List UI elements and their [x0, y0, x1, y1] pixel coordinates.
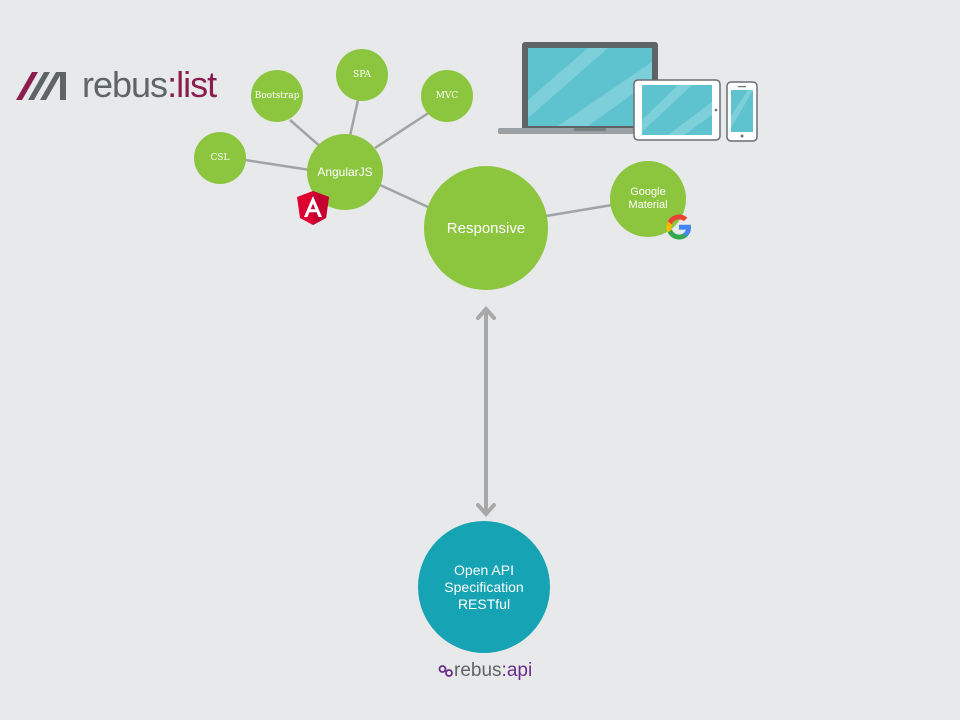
- node-csl: CSL: [194, 132, 246, 184]
- node-responsive: Responsive: [424, 166, 548, 290]
- node-bootstrap-label: Bootstrap: [254, 91, 300, 101]
- logo-brand: rebus: [82, 64, 168, 105]
- node-angularjs-label: AngularJS: [317, 165, 373, 179]
- connector-mvc-angular: [374, 110, 431, 150]
- node-open-api-line2: Specification: [444, 578, 524, 595]
- node-open-api: Open API Specification RESTful: [418, 521, 550, 653]
- bidirectional-arrow: [476, 305, 496, 518]
- rebus-api-logo: rebus:api: [454, 660, 532, 682]
- google-icon: [666, 214, 691, 240]
- connector-csl-angular: [244, 158, 311, 172]
- node-csl-label: CSL: [210, 153, 230, 163]
- connector-bootstrap-angular: [289, 119, 323, 149]
- logo-product: list: [176, 64, 217, 105]
- node-mvc-label: MVC: [435, 91, 459, 101]
- rebus-list-logo: rebus:list: [82, 64, 217, 106]
- connector-responsive-google: [545, 203, 613, 218]
- node-google-material-line1: Google: [630, 186, 666, 198]
- rebus-list-logo-icon: [16, 72, 66, 100]
- connector-spa-angular: [348, 99, 360, 137]
- rebus-api-logo-icon: [438, 665, 453, 677]
- api-logo-brand: rebus: [454, 660, 502, 681]
- logo-separator: :: [167, 64, 177, 105]
- node-spa-label: SPA: [353, 70, 371, 80]
- api-logo-product: api: [506, 660, 533, 681]
- devices-icon: [498, 42, 758, 142]
- node-google-material: Google Material: [610, 161, 686, 237]
- node-google-material-line2: Material: [628, 199, 668, 211]
- node-responsive-label: Responsive: [446, 219, 526, 237]
- node-mvc: MVC: [421, 70, 473, 122]
- node-bootstrap: Bootstrap: [251, 70, 303, 122]
- connector-angular-responsive: [379, 183, 429, 209]
- api-logo-separator: :: [501, 660, 507, 681]
- angular-icon: [297, 191, 329, 225]
- node-open-api-line3: RESTful: [457, 595, 511, 612]
- node-spa: SPA: [336, 49, 388, 101]
- node-open-api-line1: Open API: [454, 561, 514, 578]
